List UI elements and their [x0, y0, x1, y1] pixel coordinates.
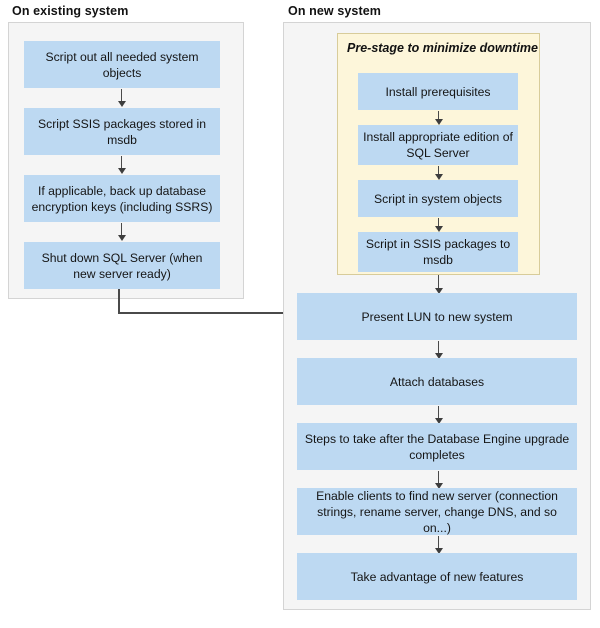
node-take-advantage-new-features[interactable]: Take advantage of new features	[297, 553, 577, 600]
connector-segment-horizontal	[118, 312, 292, 314]
node-script-ssis-packages-msdb[interactable]: Script SSIS packages stored in msdb	[24, 108, 220, 155]
node-script-out-system-objects[interactable]: Script out all needed system objects	[24, 41, 220, 88]
node-install-sql-server-edition[interactable]: Install appropriate edition of SQL Serve…	[358, 125, 518, 165]
node-post-upgrade-steps[interactable]: Steps to take after the Database Engine …	[297, 423, 577, 470]
node-install-prerequisites[interactable]: Install prerequisites	[358, 73, 518, 110]
node-attach-databases[interactable]: Attach databases	[297, 358, 577, 405]
node-shut-down-sql-server[interactable]: Shut down SQL Server (when new server re…	[24, 242, 220, 289]
node-present-lun[interactable]: Present LUN to new system	[297, 293, 577, 340]
node-script-in-ssis-packages-msdb[interactable]: Script in SSIS packages to msdb	[358, 232, 518, 272]
prestage-group-label: Pre-stage to minimize downtime	[347, 41, 539, 55]
node-backup-encryption-keys[interactable]: If applicable, back up database encrypti…	[24, 175, 220, 222]
right-panel-heading: On new system	[288, 4, 381, 18]
node-enable-clients-find-server[interactable]: Enable clients to find new server (conne…	[297, 488, 577, 535]
left-panel-heading: On existing system	[12, 4, 129, 18]
node-script-in-system-objects[interactable]: Script in system objects	[358, 180, 518, 217]
